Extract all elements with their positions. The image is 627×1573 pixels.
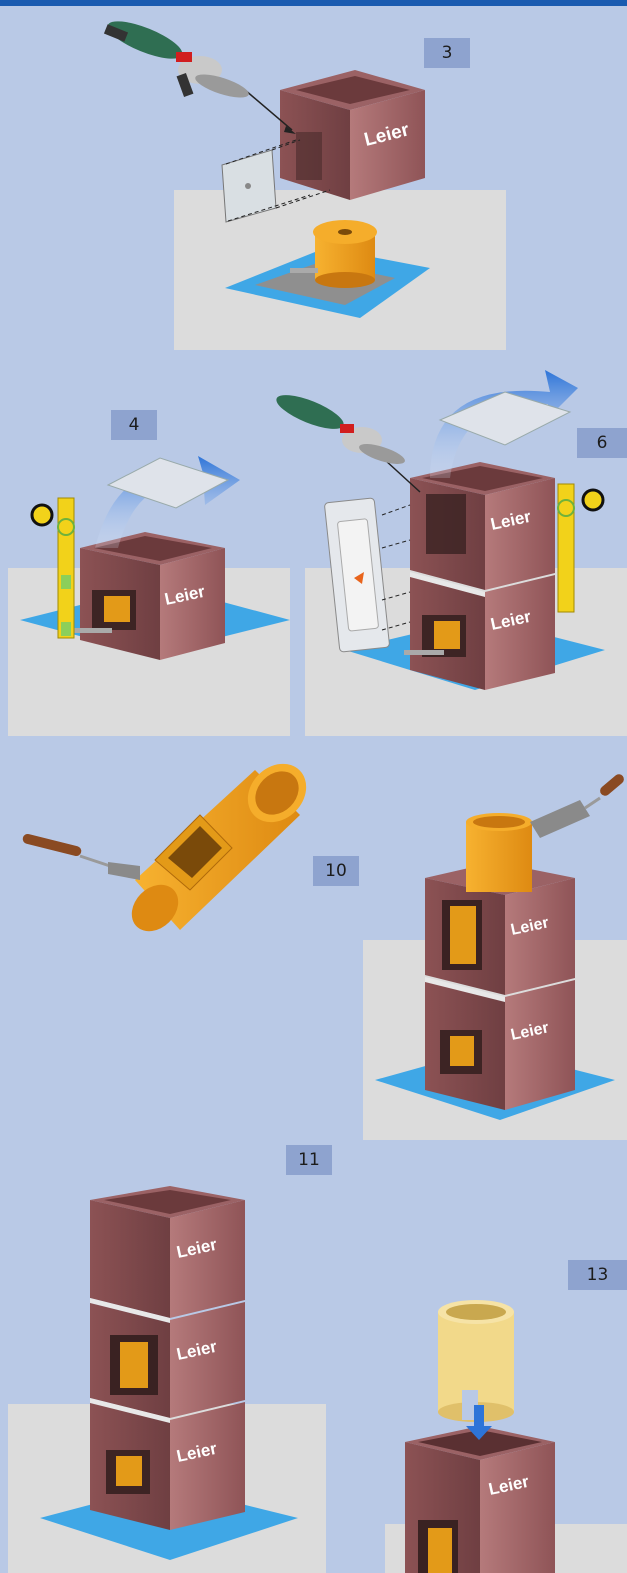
orange-base-fitting [290, 220, 377, 288]
lid-plate [106, 457, 230, 509]
arrow-icon [466, 1405, 492, 1440]
liner-sleeve [438, 1300, 514, 1422]
step-badge-11: 11 [286, 1145, 332, 1175]
spirit-level-icon [30, 497, 75, 639]
trowel-icon [530, 774, 624, 838]
step-3-scene: Leier [103, 21, 430, 318]
step-badge-6: 6 [577, 428, 627, 458]
angle-grinder-icon [103, 21, 296, 134]
chimney-stack-2: Leier Leier [404, 462, 555, 690]
chimney-stack: Leier [405, 1426, 555, 1573]
angle-grinder-icon [276, 395, 421, 493]
trowel-icon [22, 833, 140, 880]
step-10-scene: Leier Leier [22, 763, 624, 1120]
spirit-level-icon [557, 483, 605, 613]
cleanout-door [324, 497, 411, 653]
step-badge-10: 10 [313, 856, 359, 886]
step-13-scene: Leier [405, 1300, 555, 1573]
arrow-icon [430, 370, 578, 478]
lid-plate [438, 391, 572, 446]
chimney-block: Leier [72, 532, 225, 660]
orange-tee-pipe [131, 763, 307, 932]
step-badge-4: 4 [111, 410, 157, 440]
chimney-stack-3: Leier Leier Leier [90, 1186, 245, 1530]
top-bar [0, 0, 627, 6]
step-badge-3: 3 [424, 38, 470, 68]
step-11-scene: Leier Leier Leier [40, 1186, 298, 1560]
cleanout-plate [221, 139, 331, 223]
step-6-scene: Leier Leier [276, 370, 605, 690]
chimney-stack-2: Leier Leier [425, 813, 575, 1110]
chimney-block-top: Leier [280, 70, 425, 200]
step-4-scene: Leier [20, 456, 290, 660]
step-badge-13: 13 [568, 1260, 627, 1290]
